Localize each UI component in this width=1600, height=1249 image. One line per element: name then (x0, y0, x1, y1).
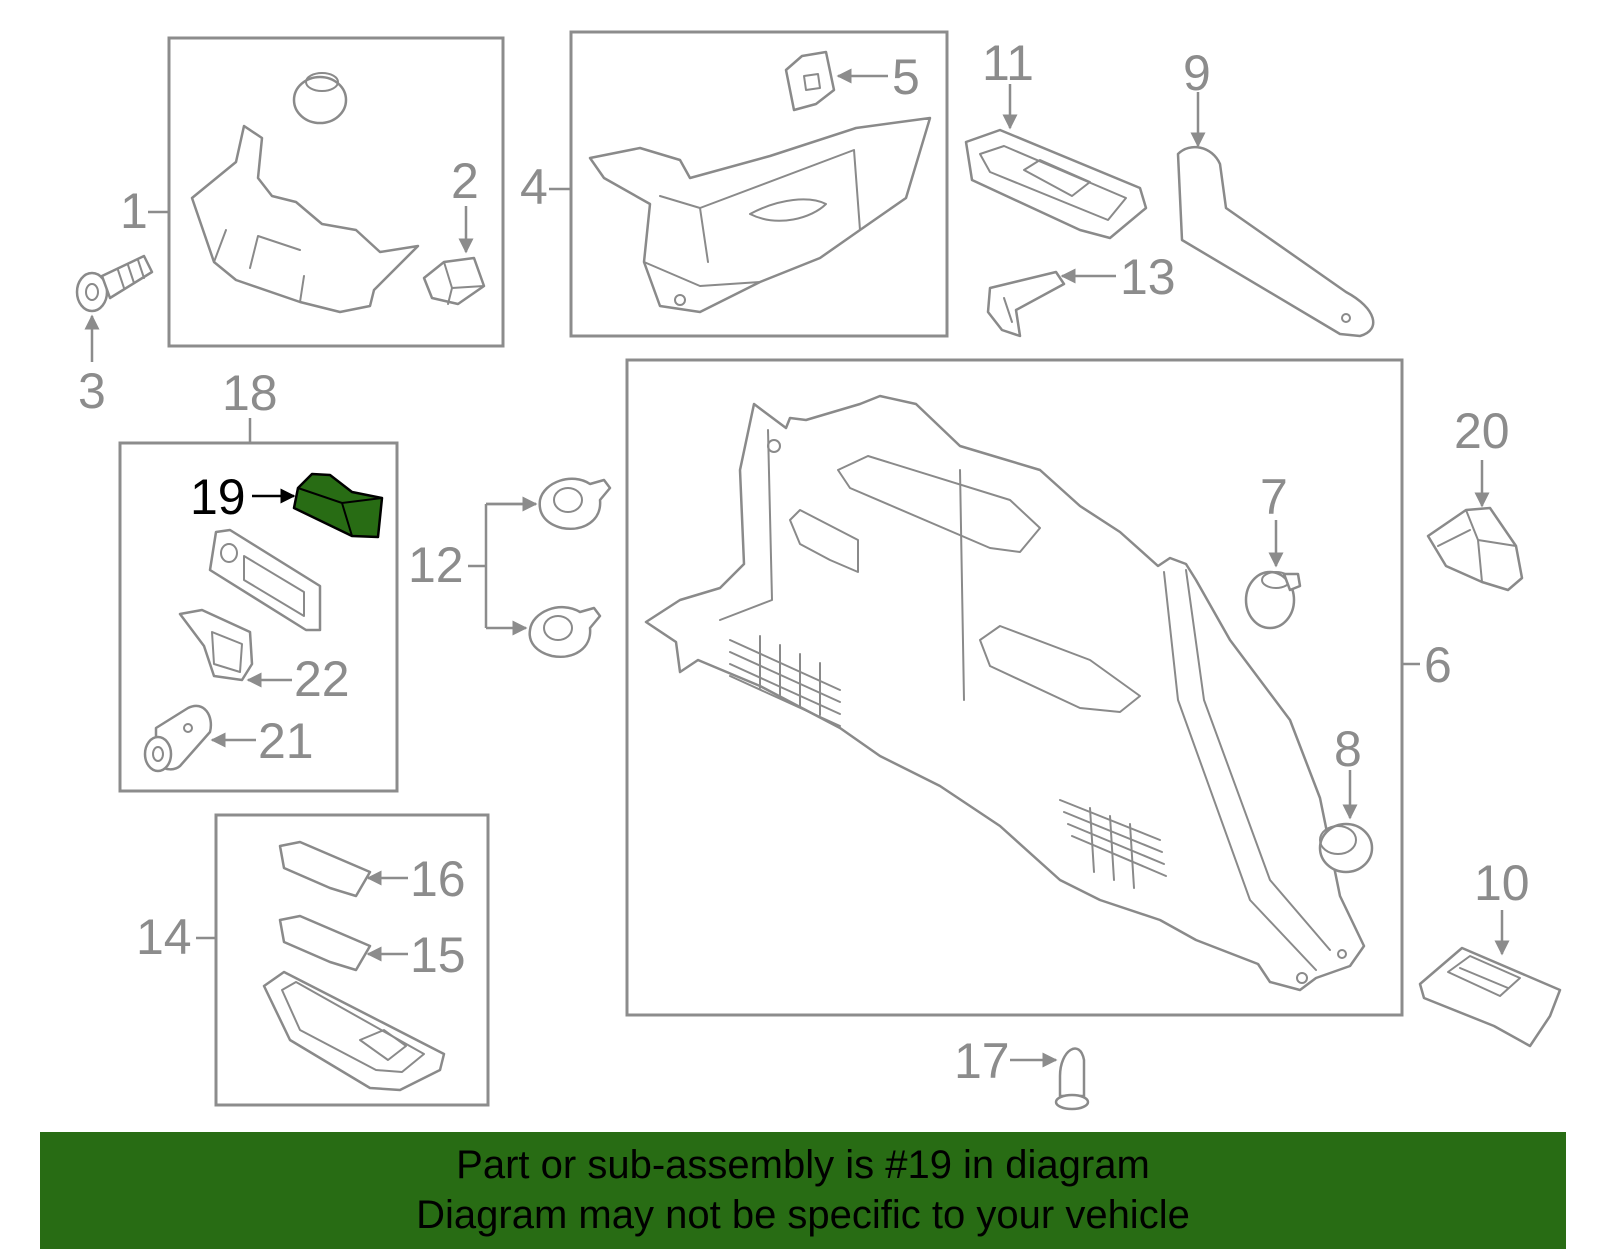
part-8-cap (1318, 822, 1374, 874)
part-6-trim-panel (644, 394, 1366, 992)
group-box-4 (569, 30, 949, 338)
callout-19: 19 (190, 469, 246, 525)
part-1-cap (292, 72, 348, 125)
part-15-strip (278, 914, 372, 972)
group-box-1 (167, 36, 505, 348)
callout-6: 6 (1424, 637, 1452, 693)
banner-line-2: Diagram may not be specific to your vehi… (416, 1193, 1190, 1237)
part-7-clip (1244, 570, 1302, 630)
callout-12: 12 (408, 537, 464, 593)
leader-lines (84, 68, 1510, 1068)
part-9-bracket (1176, 145, 1375, 338)
callout-2: 2 (451, 153, 479, 209)
group-box-6 (625, 358, 1404, 1017)
part-1-bracket (190, 124, 420, 314)
part-12-clips (528, 477, 612, 658)
callout-1: 1 (120, 183, 148, 239)
part-17-pin (1054, 1047, 1090, 1111)
group-box-14 (214, 813, 490, 1107)
part-14-pocket (262, 970, 446, 1092)
callout-18: 18 (222, 365, 278, 421)
callout-9: 9 (1183, 45, 1211, 101)
part-5-clip (784, 50, 836, 112)
callout-14: 14 (136, 909, 192, 965)
part-11-tray (964, 128, 1148, 240)
callout-20: 20 (1454, 403, 1510, 459)
callout-3: 3 (78, 363, 106, 419)
callout-5: 5 (892, 49, 920, 105)
part-13-pin (986, 270, 1066, 338)
callout-4: 4 (520, 159, 548, 215)
banner-line-1: Part or sub-assembly is #19 in diagram (456, 1143, 1150, 1187)
part-22-clip (178, 608, 254, 682)
callout-17: 17 (954, 1033, 1010, 1089)
info-banner: Part or sub-assembly is #19 in diagram D… (40, 1132, 1566, 1249)
part-10-tray (1418, 946, 1562, 1048)
part-21-cylinder (143, 704, 213, 773)
callout-21: 21 (258, 713, 314, 769)
part-18-plate (208, 528, 322, 632)
part-19-highlighted (292, 472, 384, 539)
part-16-strip (278, 840, 372, 898)
callout-16: 16 (410, 851, 466, 907)
part-3-bolt (75, 254, 154, 313)
callout-15: 15 (410, 927, 466, 983)
callout-7: 7 (1260, 469, 1288, 525)
part-2-clip (422, 256, 486, 306)
callout-8: 8 (1334, 721, 1362, 777)
callout-22: 22 (294, 651, 350, 707)
callout-10: 10 (1474, 855, 1530, 911)
callout-11: 11 (982, 35, 1034, 91)
part-20-switch (1426, 506, 1524, 592)
callout-13: 13 (1120, 249, 1176, 305)
callout-labels: 1 2 3 4 5 11 9 13 18 19 12 7 20 6 22 21 … (78, 35, 1530, 1089)
group-box-18 (118, 441, 399, 793)
